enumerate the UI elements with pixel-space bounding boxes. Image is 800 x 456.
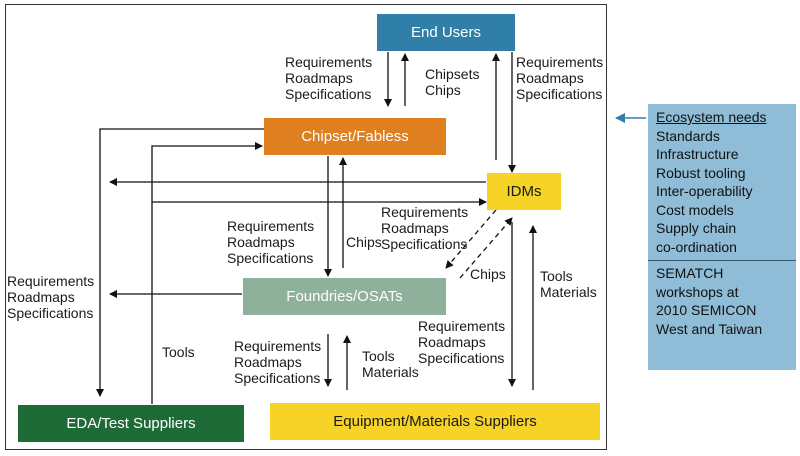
node-end-users: End Users [377, 14, 515, 51]
label-line: Requirements [7, 273, 95, 289]
label-tools-materials-idms: Tools Materials [540, 268, 597, 300]
label-line: Chipsets [425, 66, 480, 82]
label-req-left: Requirements Roadmaps Specifications [7, 273, 94, 321]
label-line: Roadmaps [227, 234, 295, 250]
label-line: Tools [540, 268, 573, 284]
node-equipment-materials-suppliers: Equipment/Materials Suppliers [270, 403, 600, 440]
ecosystem-needs-panel: Ecosystem needs Standards Infrastructure… [648, 104, 796, 370]
node-eda-test-suppliers: EDA/Test Suppliers [18, 405, 244, 442]
label-line: Requirements [285, 54, 373, 70]
label-chips-foundries-chipset: Chips [346, 234, 382, 250]
label-line: Materials [540, 284, 597, 300]
label-line: Roadmaps [381, 220, 449, 236]
label-line: Requirements [516, 54, 604, 70]
label-line: Chips [425, 82, 461, 98]
node-foundries-osats: Foundries/OSATs [243, 278, 446, 315]
label-req-endusers-chipset: Requirements Roadmaps Specifications [285, 54, 372, 102]
label-line: Roadmaps [234, 354, 302, 370]
label-req-chipset-foundries: Requirements Roadmaps Specifications [227, 218, 314, 266]
label-req-endusers-idms: Requirements Roadmaps Specifications [516, 54, 603, 102]
need-item: Supply chain [656, 220, 737, 236]
arrow-foundries-to-idms-dashed [459, 217, 513, 279]
label-line: Roadmaps [516, 70, 584, 86]
label-line: Specifications [227, 250, 314, 266]
label-line: Requirements [227, 218, 315, 234]
node-chipset-fabless: Chipset/Fabless [264, 118, 446, 155]
label-line: Requirements [234, 338, 322, 354]
label-req-idms-equipment: Requirements Roadmaps Specifications [418, 318, 505, 366]
arrow-idms-to-foundries-dashed [445, 209, 497, 269]
note-line: workshops at [656, 283, 739, 300]
label-req-foundries-equipment: Requirements Roadmaps Specifications [234, 338, 321, 386]
label-line: Materials [362, 364, 419, 380]
arrow-chipset-to-eda [96, 128, 264, 397]
label-req-idms-foundries: Requirements Roadmaps Specifications [381, 204, 468, 252]
label-line: Specifications [7, 305, 94, 321]
note-line: SEMATCH [656, 265, 724, 281]
need-item: co-ordination [656, 238, 737, 255]
need-item: Standards [656, 127, 720, 144]
label-tools-eda: Tools [162, 344, 195, 360]
panel-divider [648, 260, 796, 261]
note-line: 2010 SEMICON [656, 302, 757, 318]
label-chips-foundries-idms: Chips [470, 266, 506, 282]
arrow-eda-to-chipset [151, 142, 263, 404]
label-line: Specifications [285, 86, 372, 102]
diagram-frame [5, 4, 607, 450]
label-line: Tools [362, 348, 395, 364]
need-item: Cost models [656, 201, 734, 218]
label-line: Roadmaps [285, 70, 353, 86]
need-item: Robust tooling [656, 164, 746, 181]
ecosystem-needs-heading: Ecosystem needs [656, 109, 767, 125]
label-line: Requirements [381, 204, 469, 220]
label-line: Specifications [381, 236, 468, 252]
need-item: Inter-operability [656, 183, 753, 199]
label-tools-materials-foundries: Tools Materials [362, 348, 419, 380]
label-line: Requirements [418, 318, 506, 334]
note-line: West and Taiwan [656, 320, 763, 337]
node-idms: IDMs [487, 173, 561, 210]
label-line: Specifications [234, 370, 321, 386]
label-line: Roadmaps [418, 334, 486, 350]
label-line: Specifications [516, 86, 603, 102]
need-item: Infrastructure [656, 146, 739, 162]
label-line: Roadmaps [7, 289, 75, 305]
label-chipsets-chips: Chipsets Chips [425, 66, 479, 98]
label-line: Specifications [418, 350, 505, 366]
